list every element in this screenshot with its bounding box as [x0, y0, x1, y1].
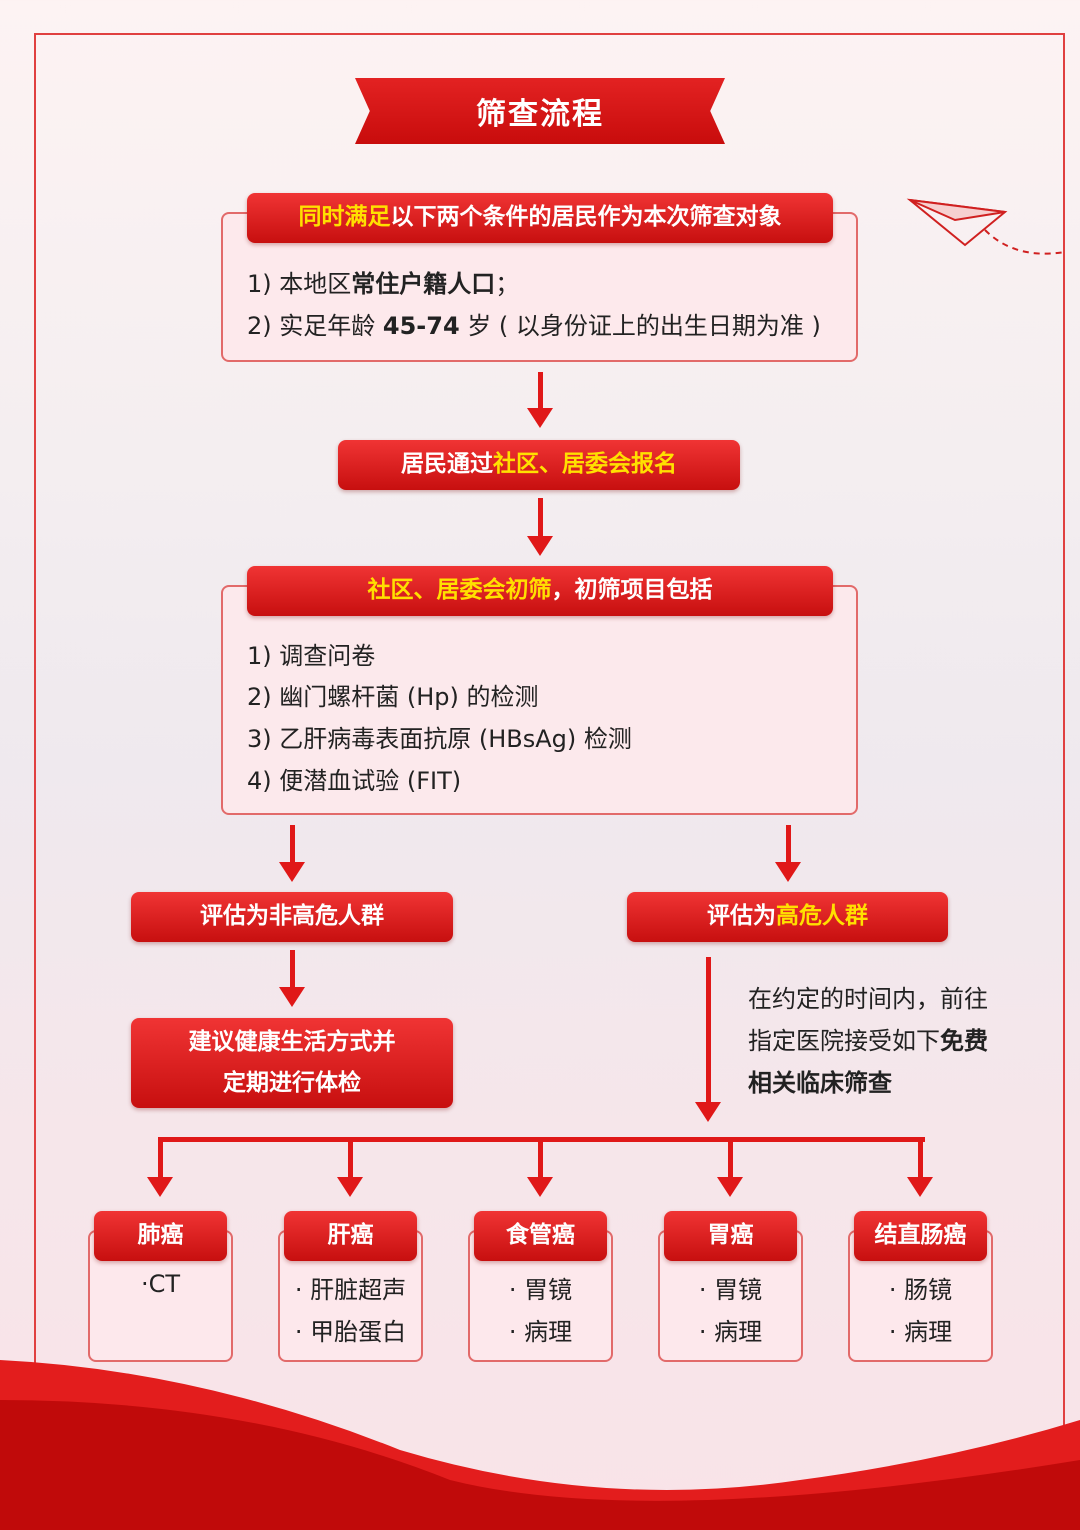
- eligibility-item-2: 2) 实足年龄 45-74 岁 ( 以身份证上的出生日期为准 ): [247, 306, 821, 341]
- arrow-down-icon: [527, 1177, 553, 1197]
- arrow-down-icon: [279, 862, 305, 882]
- arrow-down-icon: [147, 1177, 173, 1197]
- page-title: 筛查流程: [355, 78, 725, 144]
- cancer-test-item: · 胃镜: [508, 1276, 573, 1304]
- bold-text: 免费: [940, 1027, 988, 1055]
- advice-box: 建议健康生活方式并定期进行体检: [131, 1018, 453, 1108]
- highlight-text: 高危人群: [776, 903, 868, 930]
- arrow-down-icon: [527, 408, 553, 428]
- arrow-down-icon: [527, 536, 553, 556]
- arrow-line: [728, 1140, 733, 1179]
- header-text: 以下两个条件的居民作为本次筛查对象: [390, 204, 782, 231]
- arrow-down-icon: [337, 1177, 363, 1197]
- eligibility-item-1: 1) 本地区常住户籍人口；: [247, 264, 519, 299]
- advice-line: 定期进行体检: [223, 1070, 361, 1096]
- screening-item: 4) 便潜血试验 (FIT): [247, 767, 462, 795]
- arrow-line: [538, 498, 543, 538]
- arrow-line: [348, 1140, 353, 1179]
- text: 居民通过: [401, 451, 493, 478]
- text: ；: [495, 270, 520, 298]
- note-line: 指定医院接受如下免费: [748, 1021, 988, 1056]
- arrow-line: [706, 957, 711, 1104]
- cancer-test-item: ·CT: [140, 1270, 181, 1298]
- cancer-title: 食管癌: [474, 1211, 607, 1261]
- advice-line: 建议健康生活方式并: [188, 1028, 396, 1055]
- arrow-down-icon: [907, 1177, 933, 1197]
- cancer-test-item: · 肝脏超声: [294, 1276, 407, 1304]
- cancer-title: 结直肠癌: [854, 1211, 987, 1261]
- arrow-down-icon: [775, 862, 801, 882]
- cancer-test-item: · 胃镜: [698, 1276, 763, 1304]
- arrow-line: [290, 950, 295, 989]
- screening-item: 2) 幽门螺杆菌 (Hp) 的检测: [247, 683, 539, 711]
- arrow-line: [786, 825, 791, 864]
- initial-screening-header: 社区、居委会初筛，初筛项目包括: [247, 566, 833, 616]
- register-box: 居民通过社区、居委会报名: [338, 440, 740, 490]
- arrow-line: [290, 825, 295, 864]
- text: 岁 ( 以身份证上的出生日期为准 ): [459, 312, 821, 340]
- arrow-line: [538, 1140, 543, 1179]
- cancer-test-item: · 病理: [508, 1318, 573, 1346]
- cancer-test-item: · 甲胎蛋白: [294, 1318, 407, 1346]
- screening-item: 3) 乙肝病毒表面抗原 (HBsAg) 检测: [247, 725, 632, 753]
- cancer-test-item: · 病理: [698, 1318, 763, 1346]
- arrow-down-icon: [717, 1177, 743, 1197]
- low-risk-box: 评估为非高危人群: [131, 892, 453, 942]
- cancer-title: 胃癌: [664, 1211, 797, 1261]
- high-risk-box: 评估为高危人群: [627, 892, 948, 942]
- eligibility-header: 同时满足以下两个条件的居民作为本次筛查对象: [247, 193, 833, 243]
- header-text: ，初筛项目包括: [551, 577, 713, 604]
- initial-screening-box: [221, 585, 858, 815]
- text: 评估为: [707, 903, 776, 930]
- highlight-text: 社区、居委会报名: [493, 451, 677, 478]
- bold-text: 常住户籍人口: [351, 270, 496, 298]
- arrow-line: [918, 1140, 923, 1179]
- cancer-title: 肝癌: [284, 1211, 417, 1261]
- bold-text: 45-74: [382, 312, 460, 340]
- arrow-down-icon: [279, 987, 305, 1007]
- cancer-title: 肺癌: [94, 1211, 227, 1261]
- arrow-line: [158, 1140, 163, 1179]
- screening-item: 1) 调查问卷: [247, 642, 376, 670]
- header-highlight: 同时满足: [298, 204, 391, 231]
- arrow-line: [538, 372, 543, 410]
- text: 指定医院接受如下: [748, 1027, 940, 1055]
- branch-line: [158, 1137, 925, 1142]
- text: 2) 实足年龄: [247, 312, 383, 340]
- poster-frame: [34, 33, 1065, 1433]
- note-line: 在约定的时间内，前往: [748, 985, 988, 1013]
- header-highlight: 社区、居委会初筛: [367, 577, 552, 604]
- cancer-test-item: · 肠镜: [888, 1276, 953, 1304]
- arrow-down-icon: [695, 1102, 721, 1122]
- text: 1) 本地区: [247, 270, 352, 298]
- red-wave-decoration: [0, 1360, 1080, 1530]
- note-line: 相关临床筛查: [748, 1069, 892, 1097]
- paper-plane-icon: [906, 198, 1065, 255]
- cancer-test-item: · 病理: [888, 1318, 953, 1346]
